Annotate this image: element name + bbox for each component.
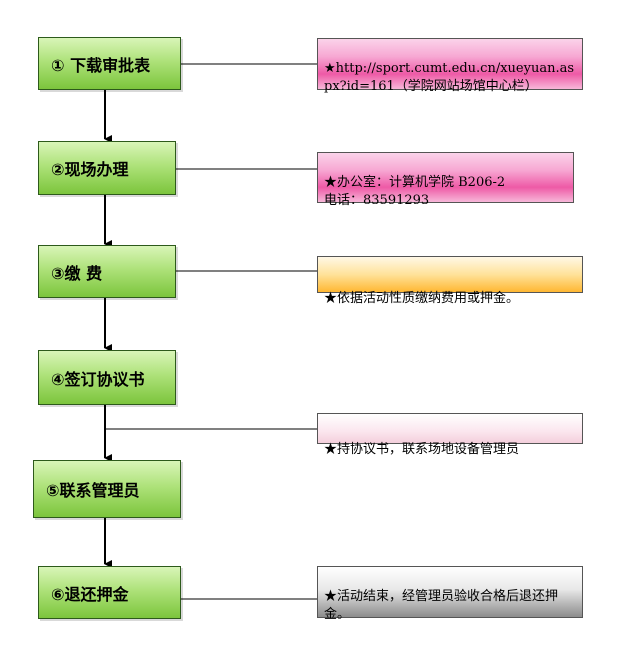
step-contact-admin: ⑤联系管理员 <box>33 460 181 518</box>
step-label: ⑤联系管理员 <box>46 481 140 500</box>
step-sign-agreement: ④签订协议书 <box>38 350 176 405</box>
step-label: ⑥退还押金 <box>51 584 129 604</box>
step-label: ③缴 费 <box>51 263 103 283</box>
step-refund-deposit: ⑥退还押金 <box>38 566 181 619</box>
note-payment-info: ★依据活动性质缴纳费用或押金。 <box>317 256 583 306</box>
note-website-link: ★http://sport.cumt.edu.cn/xueyuan.aspx?i… <box>317 38 583 94</box>
step-label: ① 下载审批表 <box>51 55 151 75</box>
note-text: ★依据活动性质缴纳费用或押金。 <box>324 291 520 306</box>
step-label: ②现场办理 <box>51 160 129 179</box>
step-label: ④签订协议书 <box>51 369 145 389</box>
note-office-contact: ★办公室：计算机学院 B206-2 电话：83591293 <box>317 152 574 208</box>
step-onsite-processing: ②现场办理 <box>38 141 176 195</box>
note-refund-info: ★活动结束，经管理员验收合格后退还押金。 <box>317 566 583 622</box>
note-text: ★活动结束，经管理员验收合格后退还押金。 <box>324 589 559 622</box>
note-text: ★持协议书，联系场地设备管理员 <box>324 442 520 457</box>
note-text: ★http://sport.cumt.edu.cn/xueyuan.aspx?i… <box>324 61 575 94</box>
note-text: ★办公室：计算机学院 B206-2 电话：83591293 <box>324 175 506 208</box>
step-download-form: ① 下载审批表 <box>38 37 181 90</box>
note-agreement-contact: ★持协议书，联系场地设备管理员 <box>317 413 583 457</box>
step-payment: ③缴 费 <box>38 245 176 298</box>
